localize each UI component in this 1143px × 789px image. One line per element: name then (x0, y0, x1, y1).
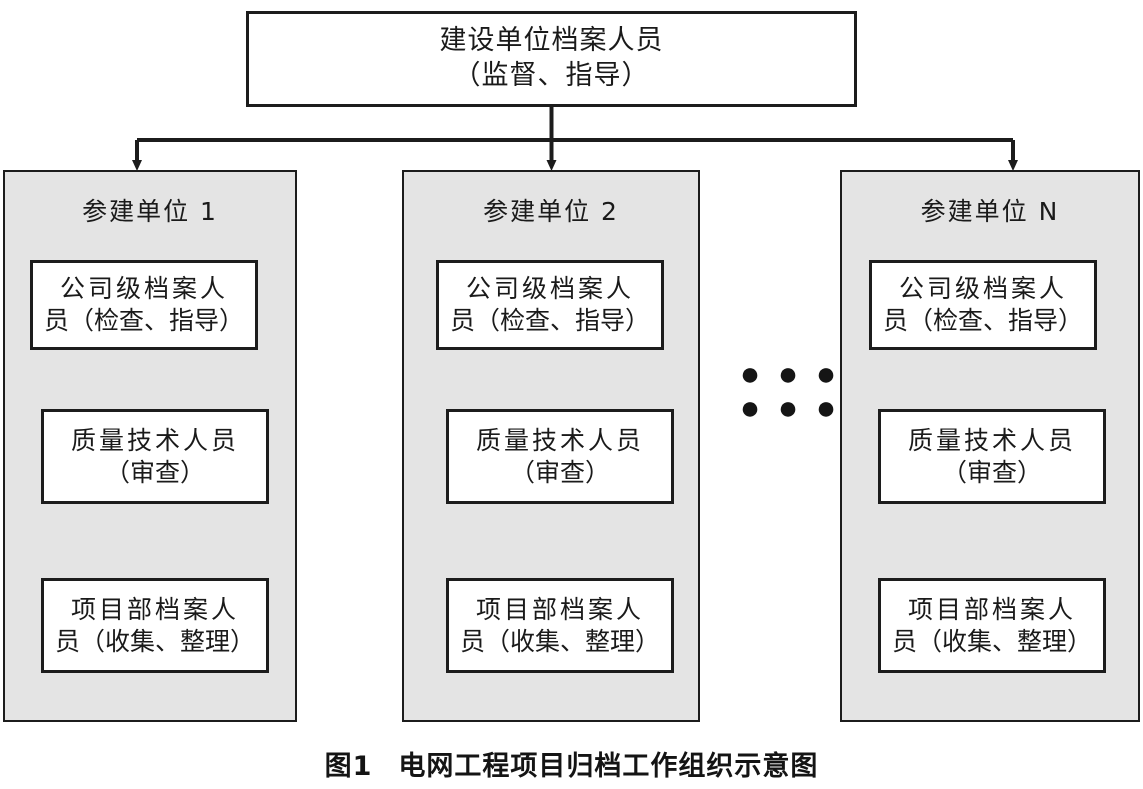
node-company-archivist-unit-n: 公司级档案人 员（检查、指导） (869, 260, 1097, 350)
node-company-archivist-unit-1-line1: 公司级档案人 (59, 274, 228, 303)
node-quality-technician-unit-2-line2: （审查） (509, 457, 610, 487)
node-quality-technician-unit-n-line1: 质量技术人员 (907, 425, 1076, 455)
group-title-unit-1: 参建单位 1 (82, 197, 218, 226)
root-node-construction-unit-archivist: 建设单位档案人员 （监督、指导） (246, 11, 857, 107)
node-company-archivist-unit-n-line1: 公司级档案人 (898, 274, 1067, 303)
node-quality-technician-unit-2: 质量技术人员 （审查） (446, 409, 674, 504)
figure-caption-text: 电网工程项目归档工作组织示意图 (398, 751, 819, 782)
node-quality-technician-unit-2-line1: 质量技术人员 (475, 425, 644, 455)
node-quality-technician-unit-1-line1: 质量技术人员 (70, 425, 239, 455)
node-project-archivist-unit-2-line2: 员（收集、整理） (459, 626, 660, 656)
group-title-unit-2: 参建单位 2 (483, 197, 619, 226)
node-project-archivist-unit-1-line2: 员（收集、整理） (54, 626, 255, 656)
node-company-archivist-unit-2-line1: 公司级档案人 (465, 274, 634, 303)
node-project-archivist-unit-2: 项目部档案人 员（收集、整理） (446, 578, 674, 673)
node-quality-technician-unit-n: 质量技术人员 （审查） (878, 409, 1106, 504)
node-quality-technician-unit-1: 质量技术人员 （审查） (41, 409, 269, 504)
root-node-line1: 建设单位档案人员 (439, 25, 664, 57)
node-project-archivist-unit-1: 项目部档案人 员（收集、整理） (41, 578, 269, 673)
figure-caption: 图1 电网工程项目归档工作组织示意图 (0, 744, 1143, 783)
node-company-archivist-unit-1: 公司级档案人 员（检查、指导） (30, 260, 258, 350)
node-company-archivist-unit-2-line2: 员（检查、指导） (449, 306, 650, 335)
node-project-archivist-unit-n-line2: 员（收集、整理） (891, 626, 1092, 656)
node-company-archivist-unit-2: 公司级档案人 员（检查、指导） (436, 260, 664, 350)
node-company-archivist-unit-n-line2: 员（检查、指导） (882, 306, 1083, 335)
node-project-archivist-unit-n-line1: 项目部档案人 (907, 594, 1076, 624)
root-node-line2: （监督、指导） (453, 60, 650, 91)
node-project-archivist-unit-n: 项目部档案人 员（收集、整理） (878, 578, 1106, 673)
node-quality-technician-unit-n-line2: （审查） (941, 457, 1042, 487)
node-quality-technician-unit-1-line2: （审查） (104, 457, 205, 487)
root-to-bus-connector (137, 107, 1013, 142)
node-company-archivist-unit-1-line2: 员（检查、指导） (43, 306, 244, 335)
node-project-archivist-unit-2-line1: 项目部档案人 (475, 594, 644, 624)
figure-caption-number: 图1 (324, 751, 373, 782)
node-project-archivist-unit-1-line1: 项目部档案人 (70, 594, 239, 624)
ellipsis-more-units: ● ● ● ● ● ● (739, 355, 841, 427)
group-title-unit-n: 参建单位 N (920, 197, 1060, 226)
